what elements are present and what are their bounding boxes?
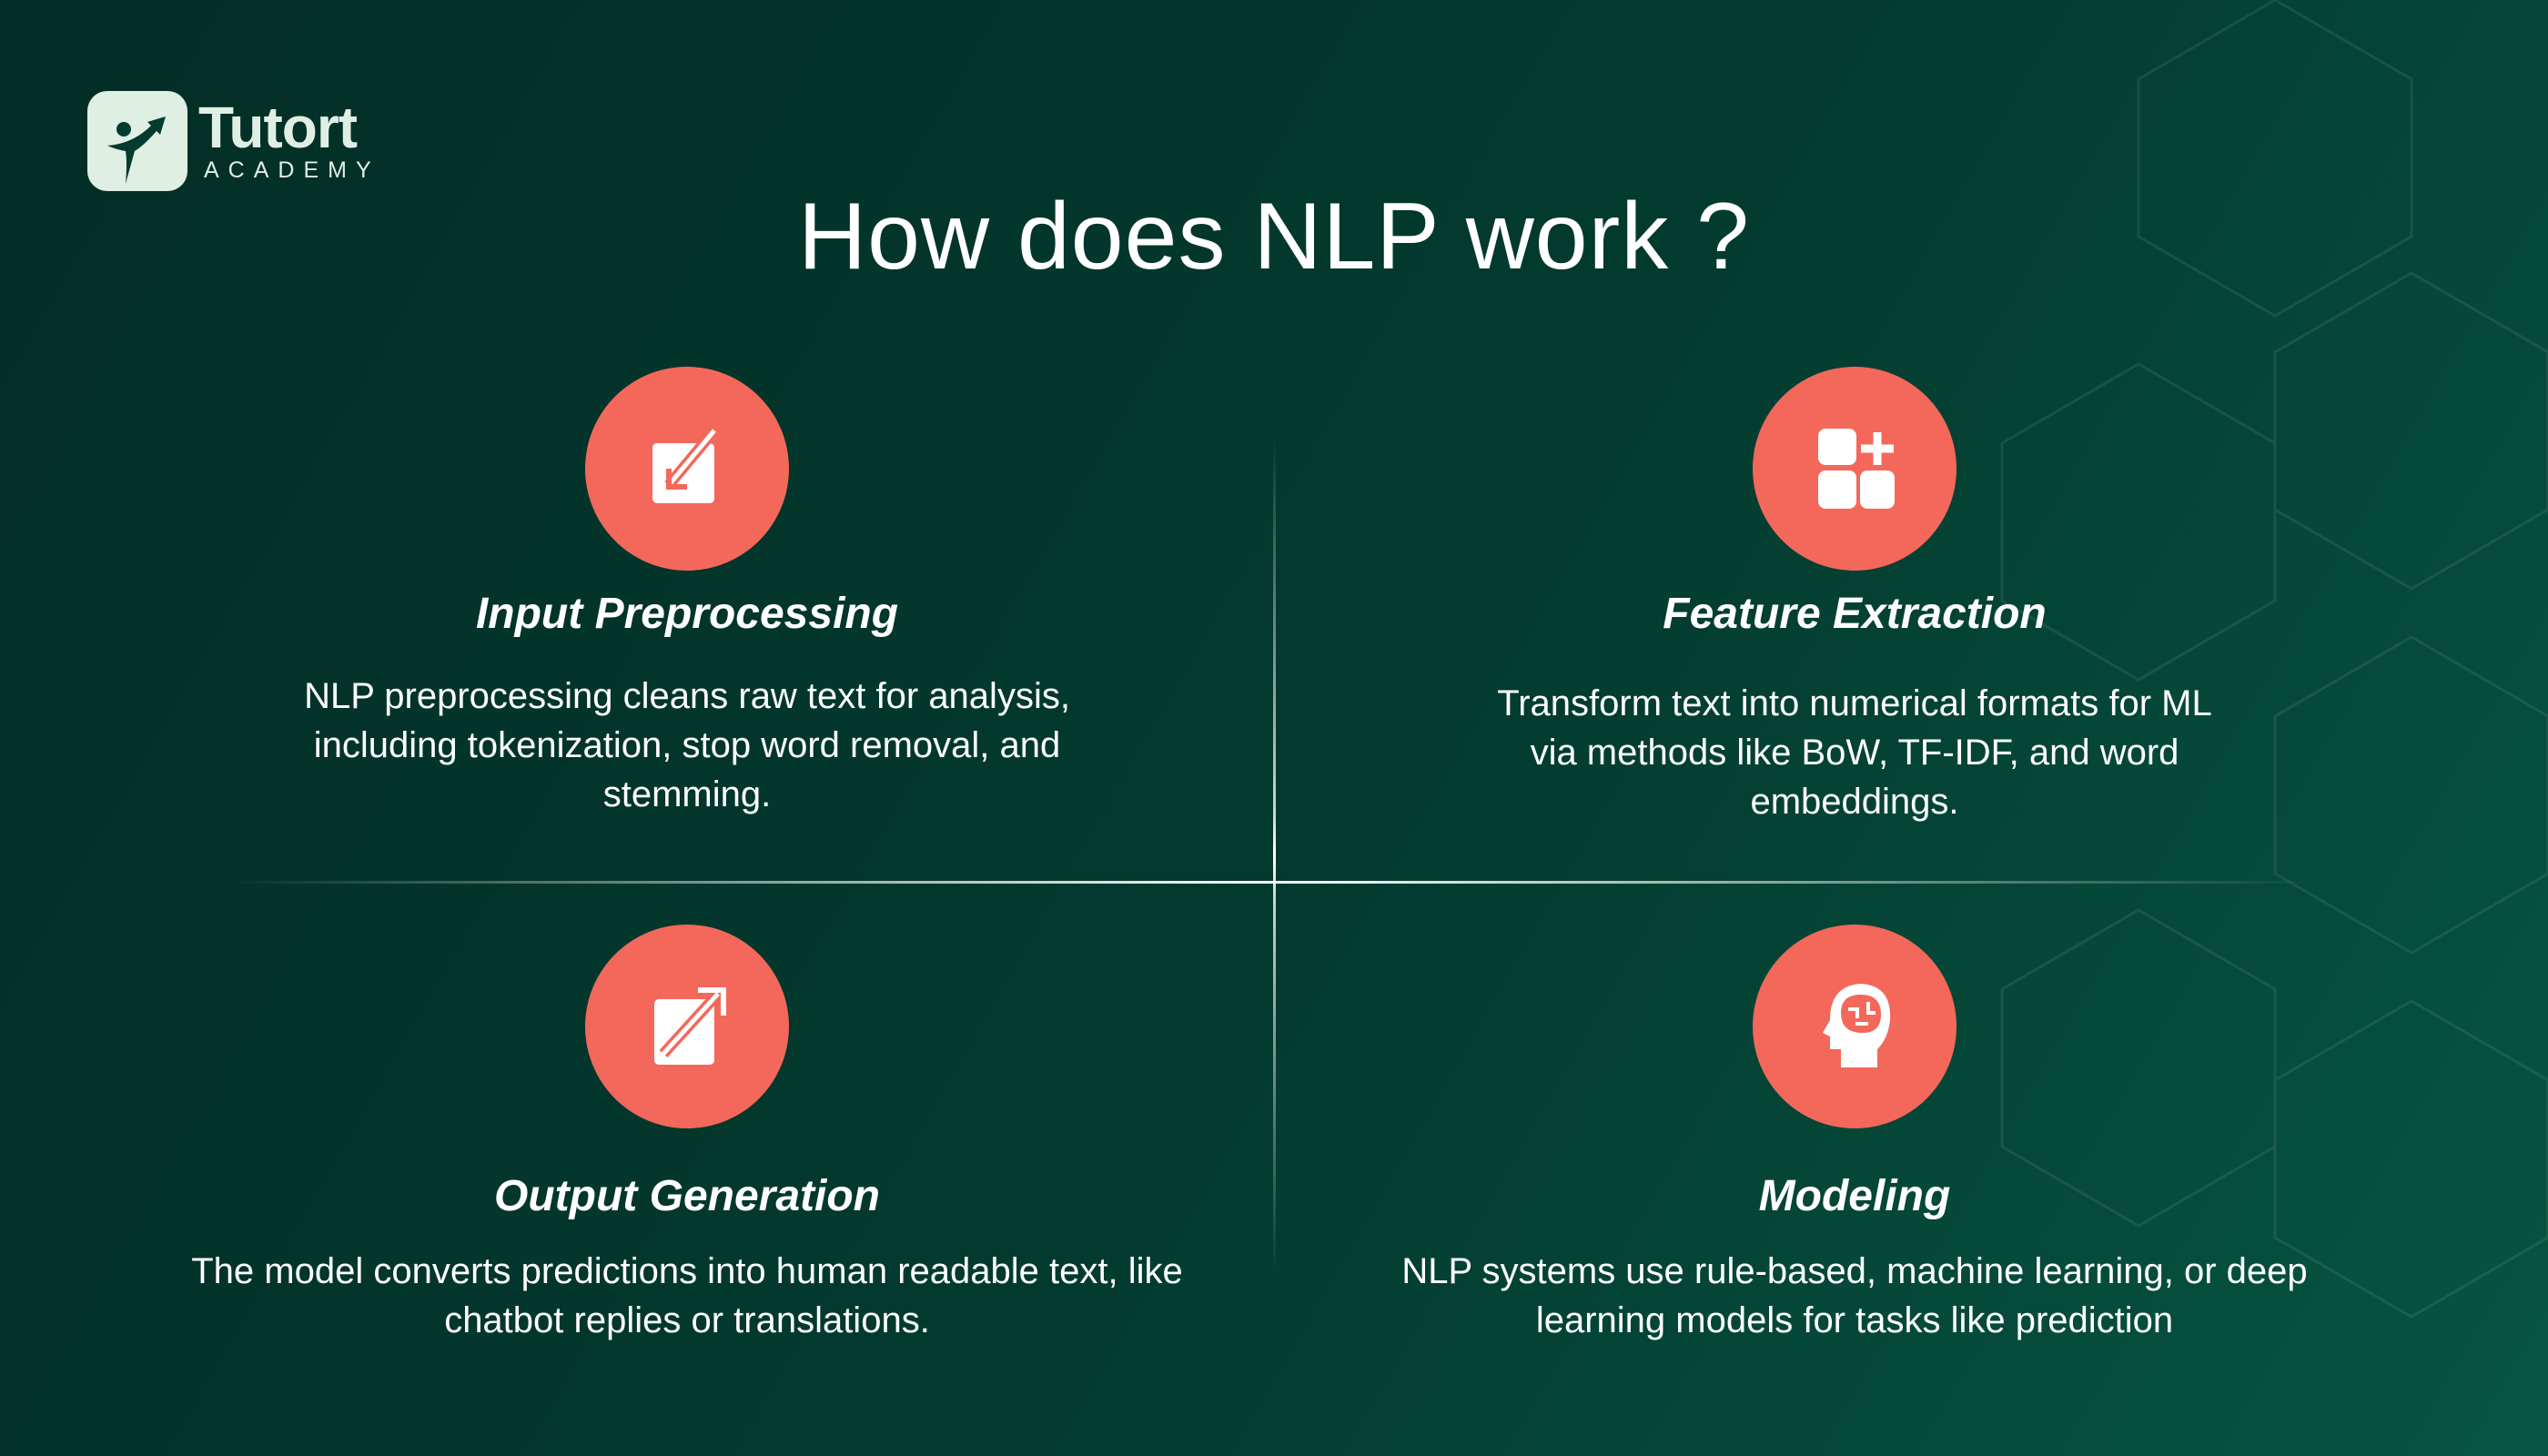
tutort-logo: Tutort ACADEMY — [87, 91, 380, 191]
card-body-feature-extraction: Transform text into numerical formats fo… — [1497, 683, 2212, 822]
logo-subtitle: ACADEMY — [204, 157, 380, 183]
brain-head-icon — [1753, 925, 1956, 1128]
card-heading-output-generation: Output Generation — [494, 1172, 880, 1220]
horizontal-divider — [228, 881, 2320, 884]
card-body-input-preprocessing: NLP preprocessing cleans raw text for an… — [304, 676, 1070, 814]
card-heading-feature-extraction: Feature Extraction — [1663, 590, 2047, 638]
card-body-modeling: NLP systems use rule-based, machine lear… — [1401, 1251, 2308, 1340]
add-blocks-icon — [1753, 367, 1956, 571]
page-title: How does NLP work ? — [798, 184, 1750, 289]
edit-arrow-in-icon — [585, 367, 789, 571]
hexagon-pattern — [2000, 0, 2548, 1319]
logo-mark-icon — [87, 91, 187, 191]
logo-name: Tutort — [198, 95, 358, 160]
card-body-output-generation: The model converts predictions into huma… — [191, 1251, 1183, 1340]
export-arrow-icon — [585, 925, 789, 1128]
vertical-divider — [1273, 437, 1276, 1274]
card-heading-modeling: Modeling — [1758, 1172, 1951, 1220]
card-heading-input-preprocessing: Input Preprocessing — [475, 590, 899, 638]
